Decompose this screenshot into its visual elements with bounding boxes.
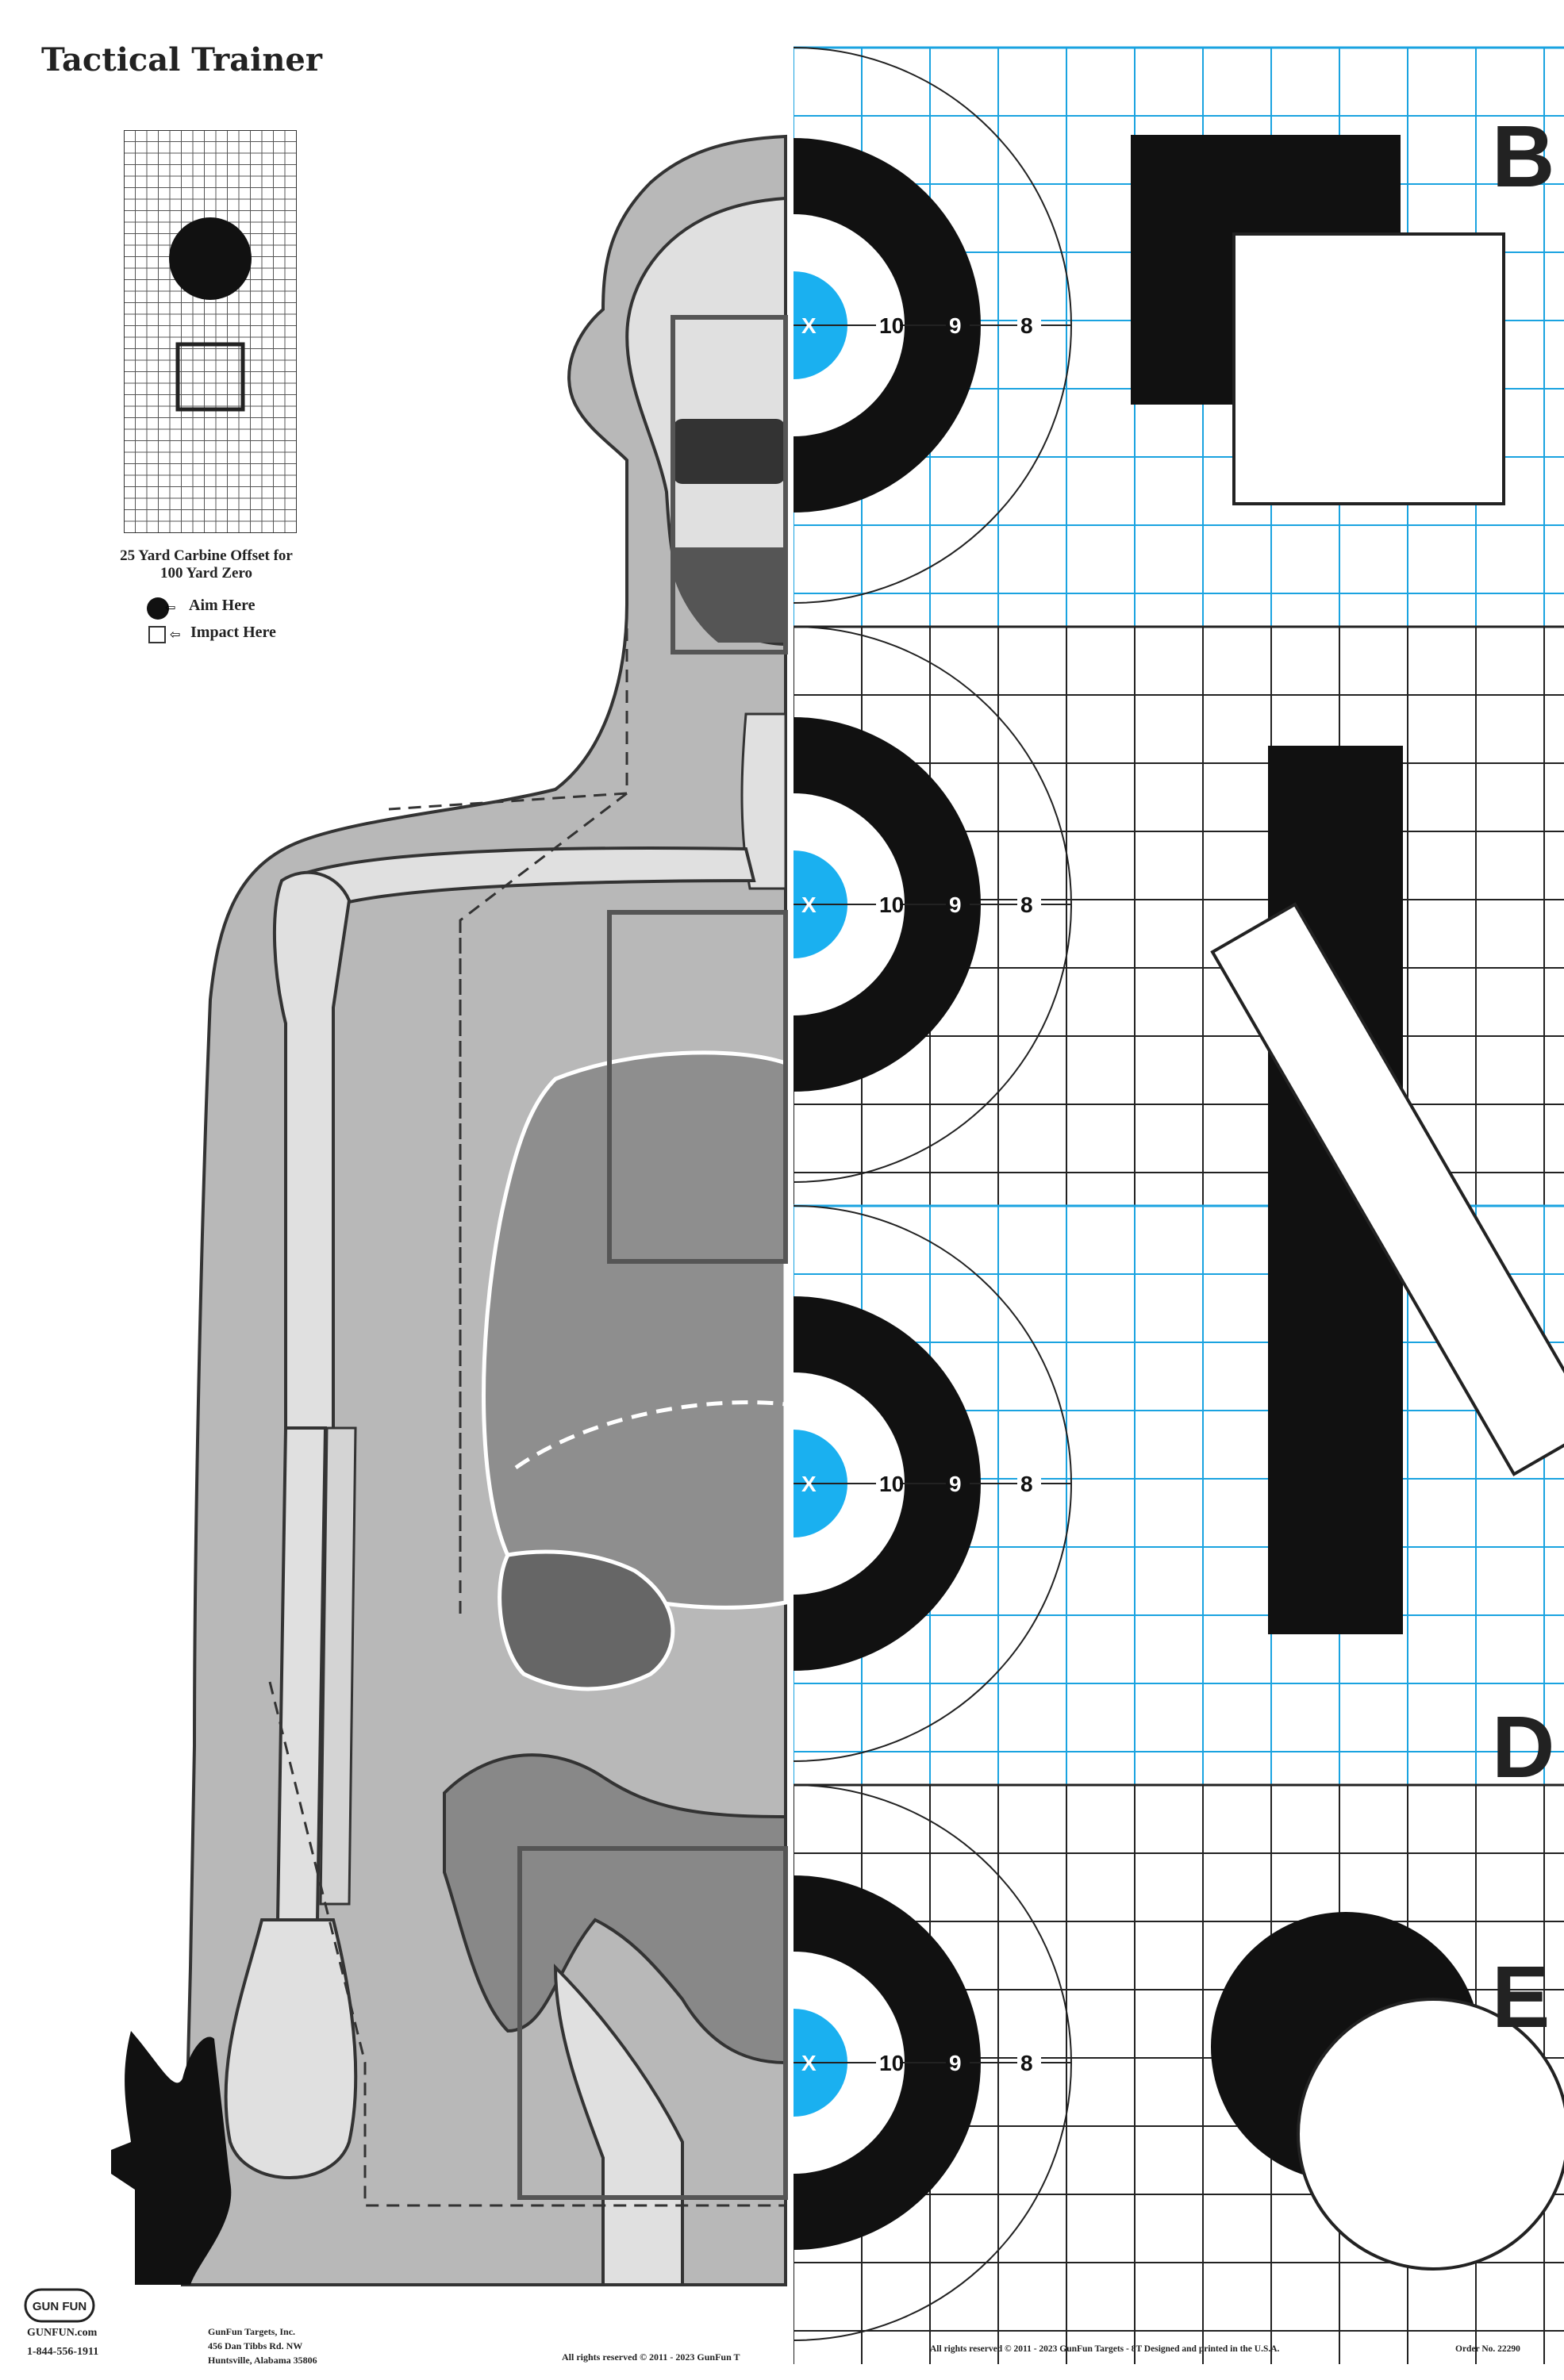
white-circle	[1297, 1998, 1564, 2271]
ring-label: 8	[1020, 892, 1033, 917]
jaw	[674, 547, 786, 643]
page-title: Tactical Trainer	[41, 41, 322, 79]
box-pelvis	[517, 1846, 788, 2200]
brand-phone: 1-844-556-1911	[27, 2346, 99, 2358]
company-street: 456 Dan Tibbs Rd. NW	[208, 2340, 303, 2351]
dashed-zone-head	[388, 587, 628, 1618]
white-square	[1232, 232, 1505, 505]
gunfun-logo-icon: GUN FUN	[24, 2288, 95, 2323]
aim-point-circle	[169, 217, 252, 300]
drill-panel: X 10 9 8 E	[794, 1783, 1564, 2364]
drill-panel: X 10 9 8D	[794, 1204, 1564, 1796]
svg-text:GUN FUN: GUN FUN	[33, 2300, 86, 2313]
ring-label: X	[801, 313, 817, 338]
panel-letter: B	[1492, 108, 1554, 205]
ring-label: X	[801, 1472, 817, 1496]
dashed-zone-lower	[268, 1681, 786, 2207]
panel-letter: E	[1492, 1948, 1550, 2046]
impact-arrow-icon: ⇦	[170, 628, 181, 642]
white-bar	[1210, 902, 1564, 1476]
ring-label: X	[801, 892, 817, 917]
box-head	[671, 315, 788, 654]
drill-panel: X 10 9 8	[794, 625, 1564, 1206]
panel-letter: D	[1492, 1699, 1554, 1796]
stomach	[498, 1549, 675, 1691]
aim-here-label: Aim Here	[189, 597, 256, 614]
impact-point-square	[175, 342, 245, 412]
aim-arrow-icon: ⇦	[165, 601, 176, 615]
offset-caption: 25 Yard Carbine Offset for 100 Yard Zero	[120, 547, 293, 582]
pelvis	[443, 1753, 787, 2065]
clavicle	[282, 846, 756, 911]
ring-label: X	[801, 2051, 817, 2075]
impact-here-label: Impact Here	[190, 624, 276, 641]
hand	[224, 1918, 358, 2179]
box-chest	[607, 910, 788, 1264]
anatomy-silhouette	[111, 134, 788, 2286]
ring-label: 10	[879, 892, 904, 917]
spine-neck	[740, 712, 787, 890]
ring-label: 9	[949, 2051, 962, 2075]
aim-here-icon	[147, 597, 169, 620]
diaphragm-line	[514, 1400, 786, 1470]
ring-label: 9	[949, 313, 962, 338]
ring-label: 8	[1020, 1472, 1033, 1496]
impact-here-icon	[148, 626, 166, 643]
rights-notice-right: All rights reserved © 2011 - 2023 GunFun…	[930, 2344, 1280, 2354]
ulna	[319, 1426, 357, 1906]
lung	[482, 1050, 788, 1610]
pistol-silhouette	[111, 2031, 232, 2285]
ring-label: 8	[1020, 2051, 1033, 2075]
drill-panel: X 10 9 8 B	[794, 46, 1564, 627]
ring-label: 10	[879, 1472, 904, 1496]
brand-website: GUNFUN.com	[27, 2327, 98, 2339]
offset-grid	[124, 130, 297, 533]
ring-label: 9	[949, 892, 962, 917]
rights-notice-left: All rights reserved © 2011 - 2023 GunFun…	[562, 2351, 740, 2363]
company-city: Huntsville, Alabama 35806	[208, 2355, 317, 2366]
eye-socket	[673, 419, 786, 484]
ring-label: 10	[879, 313, 904, 338]
ring-label: 8	[1020, 313, 1033, 338]
radius	[275, 1426, 328, 1921]
company-name: GunFun Targets, Inc.	[208, 2326, 296, 2337]
ring-label: 9	[949, 1472, 962, 1496]
ring-label: 10	[879, 2051, 904, 2075]
order-number: Order No. 22290	[1455, 2344, 1520, 2354]
femur	[553, 1964, 684, 2286]
